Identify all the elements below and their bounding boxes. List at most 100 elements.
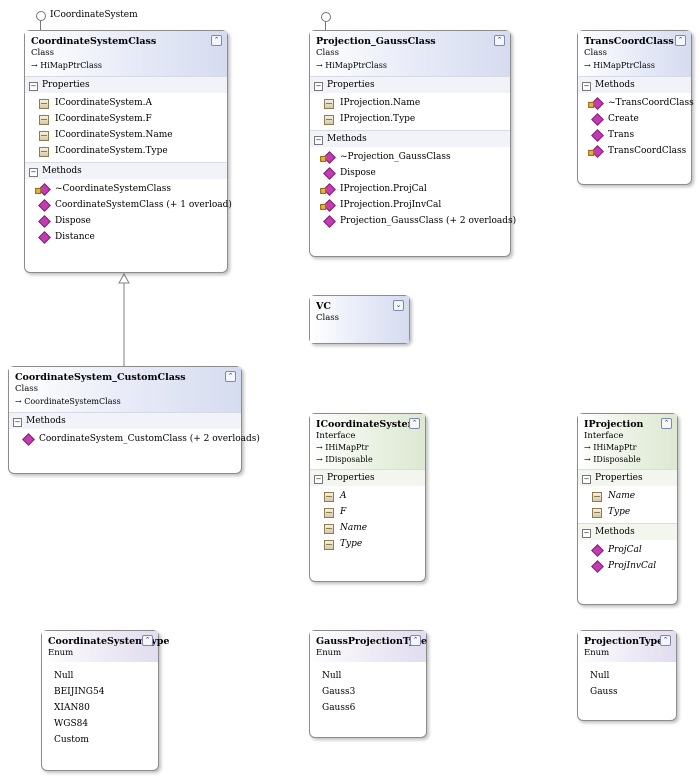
enum-stereotype: Enum: [316, 648, 342, 658]
method-item[interactable]: Trans: [578, 127, 691, 143]
collapse-minus-icon[interactable]: −: [29, 168, 38, 177]
property-icon: [324, 508, 334, 518]
property-item[interactable]: Type: [310, 536, 425, 552]
collapse-minus-icon[interactable]: −: [13, 418, 22, 427]
property-item[interactable]: Name: [310, 520, 425, 536]
method-item[interactable]: ProjCal: [578, 542, 677, 558]
method-label: Trans: [608, 130, 635, 140]
method-icon: [38, 215, 51, 228]
iprojection-interface-shape[interactable]: IProjection Interface → IHiMapPtr → IDis…: [577, 413, 678, 605]
property-label: ICoordinateSystem.A: [55, 98, 153, 108]
method-item[interactable]: ~TransCoordClass: [578, 95, 694, 111]
properties-list: A F Name Type: [310, 486, 425, 555]
property-item[interactable]: ICoordinateSystem.F: [25, 111, 227, 127]
projection-gauss-class-shape[interactable]: Projection_GaussClass Class → HiMapPtrCl…: [309, 30, 516, 257]
methods-section-header[interactable]: −Methods: [578, 523, 677, 540]
enum-values: Null Gauss: [578, 662, 676, 706]
coordinate-system-custom-class-shape[interactable]: CoordinateSystem_CustomClass Class → Coo…: [8, 366, 260, 474]
gauss-projection-type-enum-shape[interactable]: GaussProjectionType Enum ⌃ Null Gauss3 G…: [309, 630, 427, 738]
collapse-icon[interactable]: ⌃: [142, 635, 153, 646]
property-item[interactable]: ICoordinateSystem.Type: [25, 143, 227, 159]
method-item[interactable]: Projection_GaussClass (+ 2 overloads): [310, 213, 516, 229]
property-item[interactable]: IProjection.Type: [310, 111, 510, 127]
collapse-minus-icon[interactable]: −: [582, 475, 591, 484]
method-label: ProjInvCal: [608, 561, 657, 571]
method-icon: [38, 231, 51, 244]
properties-section-header[interactable]: −Properties: [310, 76, 510, 93]
coordinate-system-type-enum-shape[interactable]: CoordinateSystemType Enum ⌃ Null BEIJING…: [41, 630, 169, 771]
property-item[interactable]: ICoordinateSystem.Name: [25, 127, 227, 143]
enum-value[interactable]: Gauss3: [322, 687, 356, 697]
methods-section-header[interactable]: −Methods: [9, 412, 241, 429]
property-label: F: [340, 507, 347, 517]
collapse-icon[interactable]: ⌃: [494, 35, 505, 46]
collapse-icon[interactable]: ⌃: [409, 418, 420, 429]
class-title: VC: [316, 301, 331, 312]
section-label: Properties: [42, 80, 90, 90]
property-item[interactable]: ICoordinateSystem.A: [25, 95, 227, 111]
properties-section-header[interactable]: −Properties: [310, 469, 425, 486]
property-icon: [592, 508, 602, 518]
collapse-minus-icon[interactable]: −: [29, 82, 38, 91]
collapse-icon[interactable]: ⌃: [660, 635, 671, 646]
coordinate-system-class-shape[interactable]: CoordinateSystemClass Class → HiMapPtrCl…: [24, 30, 232, 273]
icoordinate-system-interface-shape[interactable]: ICoordinateSystem Interface → IHiMapPtr …: [309, 413, 426, 582]
collapse-icon[interactable]: ⌃: [661, 418, 672, 429]
expand-icon[interactable]: ⌄: [393, 300, 404, 311]
method-icon: [38, 183, 51, 196]
enum-values: Null BEIJING54 XIAN80 WGS84 Custom: [42, 662, 158, 754]
section-label: Properties: [595, 473, 643, 483]
property-item[interactable]: A: [310, 488, 425, 504]
collapse-icon[interactable]: ⌃: [211, 35, 222, 46]
property-item[interactable]: Type: [578, 504, 677, 520]
projection-type-enum-shape[interactable]: ProjectionType Enum ⌃ Null Gauss: [577, 630, 677, 721]
method-item[interactable]: CoordinateSystemClass (+ 1 overload): [25, 197, 232, 213]
method-item[interactable]: ProjInvCal: [578, 558, 677, 574]
trans-coord-class-shape[interactable]: TransCoordClass Class → HiMapPtrClass ⌃ …: [577, 30, 694, 185]
collapse-icon[interactable]: ⌃: [225, 371, 236, 382]
method-item[interactable]: IProjection.ProjInvCal: [310, 197, 510, 213]
vc-class-shape[interactable]: VC Class ⌄: [309, 295, 410, 344]
properties-section-header[interactable]: −Properties: [578, 469, 677, 486]
lollipop-circle: [36, 11, 46, 21]
collapse-icon[interactable]: ⌃: [675, 35, 686, 46]
enum-value[interactable]: Null: [322, 671, 342, 681]
method-item[interactable]: IProjection.ProjCal: [310, 181, 510, 197]
interface-title: ICoordinateSystem: [316, 419, 418, 430]
collapse-minus-icon[interactable]: −: [314, 136, 323, 145]
collapse-minus-icon[interactable]: −: [314, 475, 323, 484]
method-item[interactable]: Create: [578, 111, 691, 127]
method-item[interactable]: Distance: [25, 229, 227, 245]
enum-value[interactable]: Gauss6: [322, 703, 356, 713]
enum-value[interactable]: BEIJING54: [54, 687, 105, 697]
methods-section-header[interactable]: −Methods: [310, 130, 510, 147]
method-item[interactable]: ~Projection_GaussClass: [310, 149, 510, 165]
method-icon: [591, 544, 604, 557]
property-item[interactable]: Name: [578, 488, 677, 504]
property-item[interactable]: F: [310, 504, 425, 520]
collapse-icon[interactable]: ⌃: [410, 635, 421, 646]
property-item[interactable]: IProjection.Name: [310, 95, 510, 111]
methods-list: CoordinateSystem_CustomClass (+ 2 overlo…: [9, 429, 260, 450]
property-label: ICoordinateSystem.Type: [55, 146, 168, 156]
enum-value[interactable]: Null: [54, 671, 74, 681]
method-icon: [591, 145, 604, 158]
method-item[interactable]: Dispose: [310, 165, 510, 181]
section-label: Methods: [595, 80, 635, 90]
properties-section-header[interactable]: −Properties: [25, 76, 227, 93]
method-item[interactable]: TransCoordClass: [578, 143, 691, 159]
method-item[interactable]: CoordinateSystem_CustomClass (+ 2 overlo…: [9, 431, 260, 447]
enum-value[interactable]: Gauss: [590, 687, 618, 697]
enum-value[interactable]: Null: [590, 671, 610, 681]
interface-base: → IDisposable: [316, 455, 373, 464]
method-item[interactable]: Dispose: [25, 213, 227, 229]
methods-section-header[interactable]: −Methods: [25, 162, 227, 179]
enum-value[interactable]: WGS84: [54, 719, 89, 729]
methods-section-header[interactable]: −Methods: [578, 76, 691, 93]
method-item[interactable]: ~CoordinateSystemClass: [25, 181, 227, 197]
enum-value[interactable]: XIAN80: [54, 703, 90, 713]
collapse-minus-icon[interactable]: −: [314, 82, 323, 91]
enum-value[interactable]: Custom: [54, 735, 89, 745]
collapse-minus-icon[interactable]: −: [582, 82, 591, 91]
collapse-minus-icon[interactable]: −: [582, 529, 591, 538]
